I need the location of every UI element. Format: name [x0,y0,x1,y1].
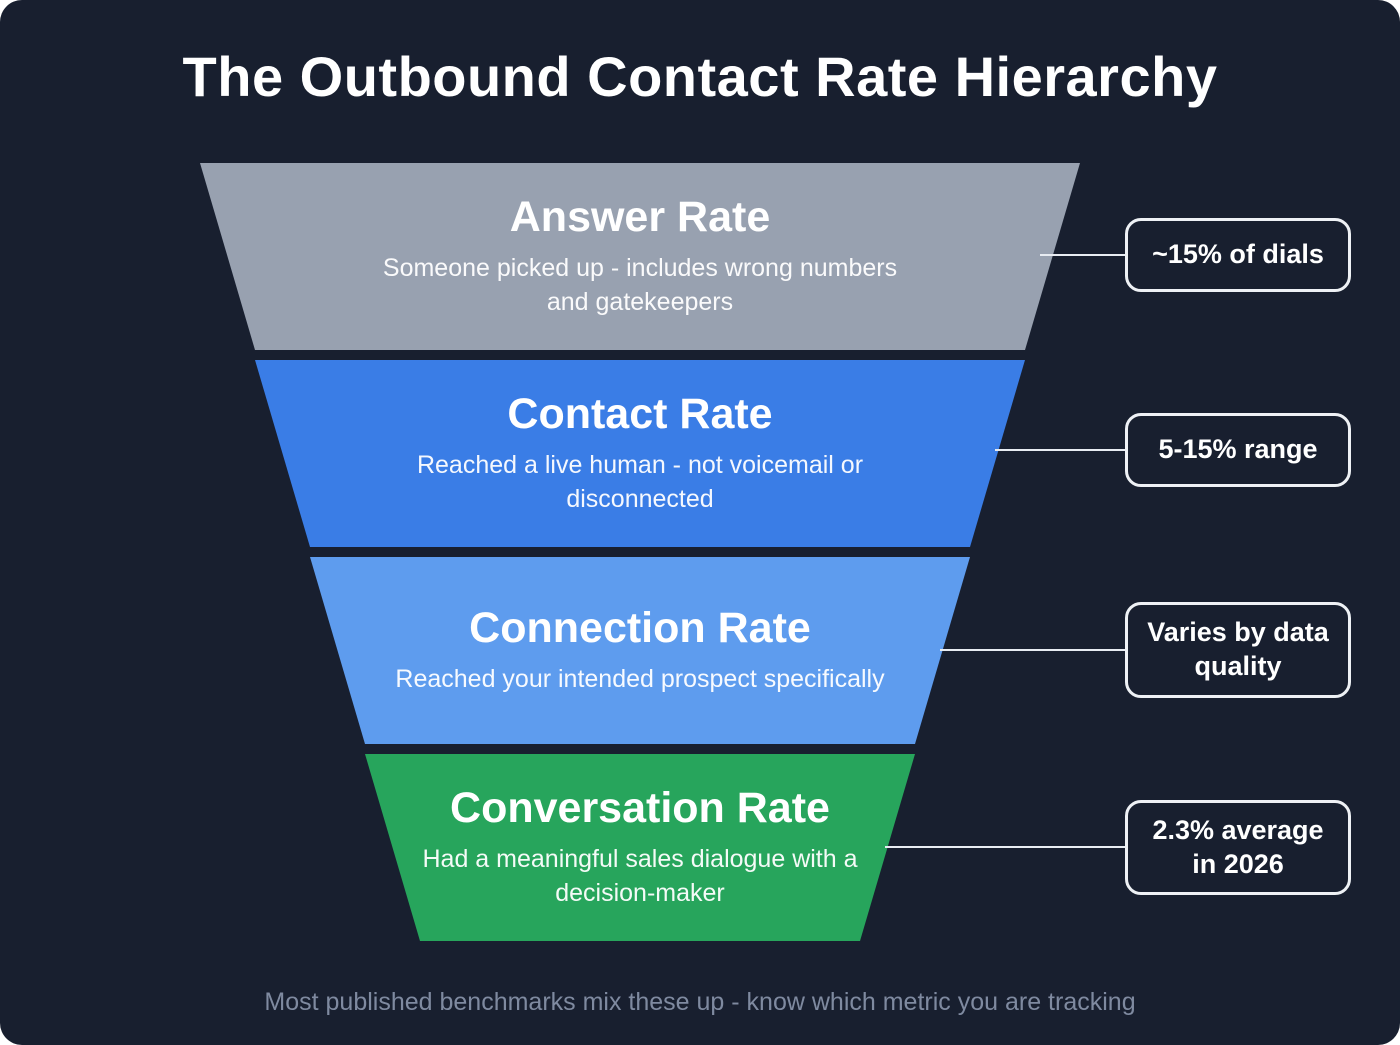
side-label-answer-rate: ~15% of dials [1125,218,1351,292]
footer-note: Most published benchmarks mix these up -… [264,988,1136,1016]
stage-description-answer-rate: Someone picked up - includes wrong numbe… [382,254,898,316]
stage-description-conversation-rate: Had a meaningful sales dialogue with a d… [422,845,858,907]
funnel-stage-connection-rate: Connection Rate Reached your intended pr… [310,557,970,744]
side-label-contact-rate: 5-15% range [1125,413,1351,487]
funnel-stage-conversation-rate: Conversation Rate Had a meaningful sales… [365,754,915,941]
side-label-connection-rate: Varies by data quality [1125,602,1351,698]
stage-name-connection-rate: Connection Rate [469,604,811,653]
funnel-stage-contact-rate: Contact Rate Reached a live human - not … [255,360,1025,547]
side-label-conversation-rate: 2.3% average in 2026 [1125,800,1351,895]
connector-line-conversation-rate [885,846,1125,848]
connector-line-contact-rate [995,449,1125,451]
page-title: The Outbound Contact Rate Hierarchy [182,45,1218,108]
stage-description-contact-rate: Reached a live human - not voicemail or … [416,451,864,513]
connector-line-connection-rate [940,649,1125,651]
stage-name-answer-rate: Answer Rate [509,193,771,242]
stage-description-connection-rate: Reached your intended prospect specifica… [395,665,885,694]
stage-name-contact-rate: Contact Rate [507,390,773,439]
funnel-stage-answer-rate: Answer Rate Someone picked up - includes… [200,163,1080,350]
connector-line-answer-rate [1040,254,1125,256]
stage-name-conversation-rate: Conversation Rate [450,784,830,833]
